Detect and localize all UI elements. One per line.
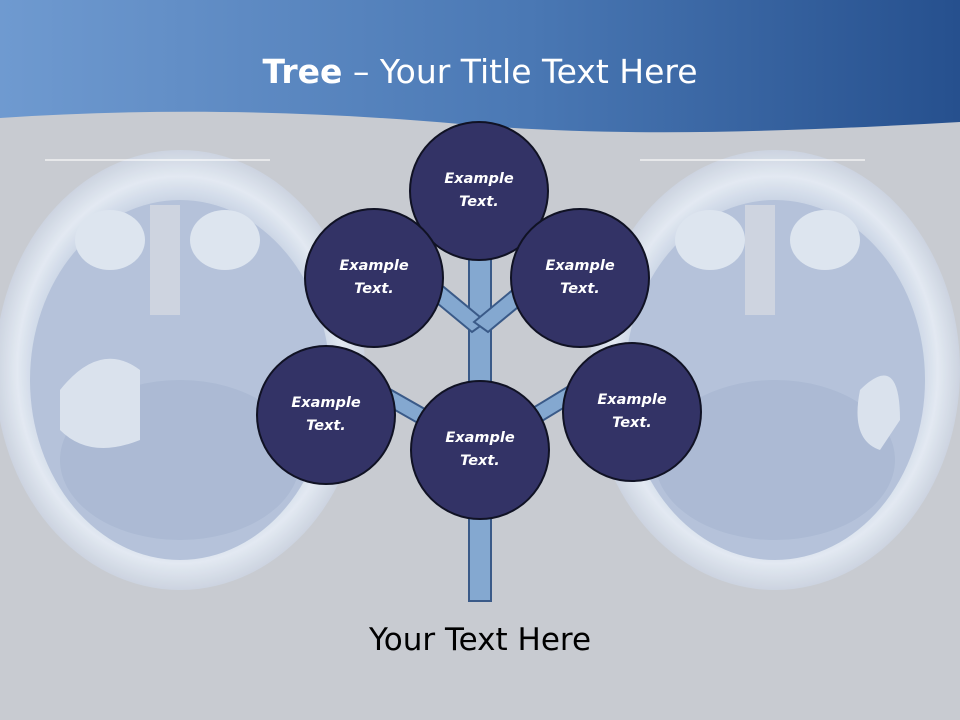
title-bold-part: Tree (262, 52, 343, 91)
tree-node-upper-left: Example Text. (304, 208, 444, 348)
tree-node-upper-left-label: Example Text. (339, 258, 409, 297)
tree-node-center: Example Text. (410, 380, 550, 520)
title-rest-part: – Your Title Text Here (342, 52, 698, 91)
slide-caption: Your Text Here (368, 622, 592, 658)
tree-node-lower-left: Example Text. (256, 345, 396, 485)
tree-node-upper-right: Example Text. (510, 208, 650, 348)
slide-title: Tree – Your Title Text Here (0, 52, 960, 91)
ct-scan-left-image (0, 150, 365, 590)
tree-node-upper-right-label: Example Text. (545, 258, 615, 297)
tree-node-center-label: Example Text. (445, 430, 515, 469)
header-band (0, 0, 960, 133)
ct-scan-right-image (590, 150, 960, 590)
tree-node-lower-right-label: Example Text. (597, 392, 667, 431)
tree-node-lower-left-label: Example Text. (291, 395, 361, 434)
tree-node-lower-right: Example Text. (562, 342, 702, 482)
tree-node-top-label: Example Text. (444, 171, 514, 210)
